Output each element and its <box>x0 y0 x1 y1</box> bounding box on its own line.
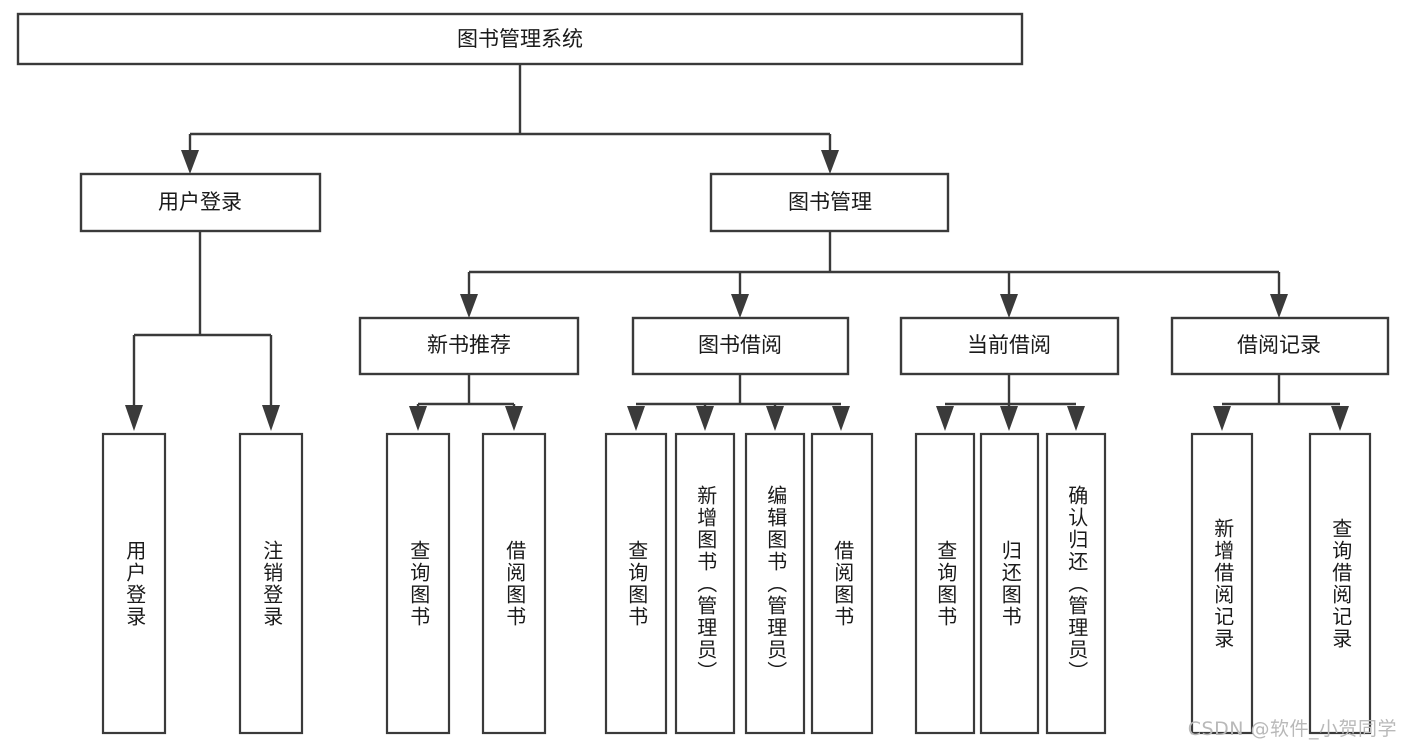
node-leaf-borrow-book-2-box[interactable] <box>810 432 874 735</box>
node-leaf-user-login-box[interactable] <box>101 432 167 735</box>
node-leaf-add-record-box[interactable] <box>1190 432 1254 735</box>
arrow-leaf-logout <box>262 405 280 431</box>
node-root-box[interactable] <box>16 12 1024 66</box>
arrow-current-borrow <box>1000 294 1018 318</box>
arrow-leaf-query-book-3 <box>936 406 954 431</box>
node-borrow-record-label: 借阅记录 <box>1237 333 1321 357</box>
node-root-label: 图书管理系统 <box>457 27 583 51</box>
node-book-borrow-box[interactable] <box>631 316 850 376</box>
csdn-watermark: CSDN @软件_小贺同学 <box>1187 718 1397 740</box>
node-user-login-label: 用户登录 <box>158 190 242 214</box>
node-leaf-add-book-box[interactable] <box>674 432 736 735</box>
arrow-leaf-return-book <box>1000 406 1018 431</box>
node-new-book-recommend-box[interactable] <box>358 316 580 376</box>
arrow-leaf-confirm-return <box>1067 406 1085 431</box>
node-user-login-box[interactable] <box>79 172 322 233</box>
arrow-leaf-query-book-2 <box>627 406 645 431</box>
arrow-leaf-add-record <box>1213 406 1231 431</box>
arrow-leaf-borrow-book-2 <box>832 406 850 431</box>
node-book-borrow-label: 图书借阅 <box>698 333 782 357</box>
arrow-user-login <box>181 150 199 174</box>
node-book-manage-box[interactable] <box>709 172 950 233</box>
arrow-borrow-record <box>1270 294 1288 318</box>
node-leaf-query-book-1-box[interactable] <box>385 432 451 735</box>
arrow-leaf-user-login <box>125 405 143 431</box>
arrow-book-borrow <box>731 294 749 318</box>
node-borrow-record-box[interactable] <box>1170 316 1390 376</box>
node-layer: 图书管理系统 用户登录 图书管理 新书推荐 图书借阅 当前借阅 借阅记录 <box>16 12 1390 735</box>
arrow-leaf-query-book-1 <box>409 406 427 431</box>
arrow-book-manage <box>821 150 839 174</box>
node-book-manage-label: 图书管理 <box>788 190 872 214</box>
connector-layer <box>125 64 1349 431</box>
node-leaf-logout-login-box[interactable] <box>238 432 304 735</box>
node-leaf-confirm-return-box[interactable] <box>1045 432 1107 735</box>
node-new-book-recommend-label: 新书推荐 <box>427 333 511 357</box>
arrow-leaf-query-record <box>1331 406 1349 431</box>
node-leaf-query-book-2-box[interactable] <box>604 432 668 735</box>
node-leaf-return-book-box[interactable] <box>979 432 1040 735</box>
node-current-borrow-box[interactable] <box>899 316 1120 376</box>
node-leaf-query-record-box[interactable] <box>1308 432 1372 735</box>
node-leaf-edit-book-box[interactable] <box>744 432 806 735</box>
arrow-leaf-edit-book <box>766 406 784 431</box>
arrow-leaf-borrow-book-1 <box>505 406 523 431</box>
node-leaf-borrow-book-1-box[interactable] <box>481 432 547 735</box>
node-current-borrow-label: 当前借阅 <box>967 333 1051 357</box>
arrow-leaf-add-book <box>696 406 714 431</box>
arrow-new-book-recommend <box>460 294 478 318</box>
node-leaf-query-book-3-box[interactable] <box>914 432 976 735</box>
